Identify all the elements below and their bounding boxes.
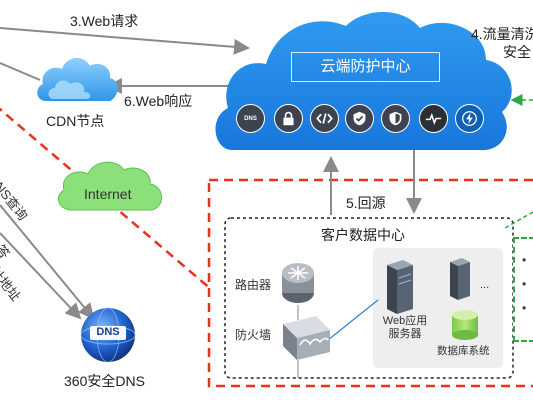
firewall-server-link [327, 299, 379, 341]
dns-answer-line [0, 232, 82, 320]
server-ellipsis: ... [480, 279, 490, 291]
router-label: 路由器 [235, 278, 272, 292]
server-2-icon [450, 258, 470, 300]
cdn-cloud-icon [37, 58, 118, 101]
web-request-label: 3.Web请求 [70, 13, 139, 29]
router-device-icon [282, 263, 314, 303]
protected-region-border [207, 178, 533, 388]
firewall-device-icon [283, 316, 330, 360]
traffic-clean-sublabel: 安全 [503, 44, 531, 60]
legend-box [513, 237, 533, 342]
traffic-clean-label: 4.流量清洗 [471, 26, 533, 42]
database-label: 数据库系统 [437, 345, 490, 357]
database-icon [452, 310, 478, 340]
dns-icon-label: DNS [244, 115, 257, 122]
cdn-link-line [0, 62, 41, 81]
cdn-label: CDN节点 [46, 113, 105, 129]
shield-half-icon [381, 104, 410, 133]
internet-label: Internet [84, 186, 132, 202]
back-to-origin-label: 5.回源 [346, 195, 386, 211]
legend-bullet-1: • [522, 253, 527, 267]
dns-query-arrow [0, 204, 95, 320]
legend-bullet-2: • [522, 277, 527, 291]
web-server-icon [387, 260, 413, 314]
dns-icon: DNS [236, 104, 265, 133]
datacenter-title: 客户数据中心 [321, 227, 405, 243]
web-server-label: Web应用 服务器 [382, 315, 428, 340]
code-icon [310, 104, 339, 133]
web-response-label: 6.Web响应 [124, 93, 193, 109]
dns-logo-text: DNS [96, 326, 120, 338]
lightning-icon [455, 104, 484, 133]
firewall-label: 防火墙 [235, 328, 272, 342]
lock-icon [274, 104, 303, 133]
internet-cloud-icon [57, 161, 162, 211]
web-request-arrow [0, 27, 250, 55]
dns-server-label: 360安全DNS [64, 373, 145, 389]
legend-connector [504, 211, 533, 229]
legend-bullet-3: • [522, 301, 527, 315]
cloud-title: 云端防护中心 [291, 52, 440, 82]
dns-server-icon [80, 307, 136, 363]
shield-check-icon [345, 104, 374, 133]
pulse-icon [419, 104, 448, 133]
